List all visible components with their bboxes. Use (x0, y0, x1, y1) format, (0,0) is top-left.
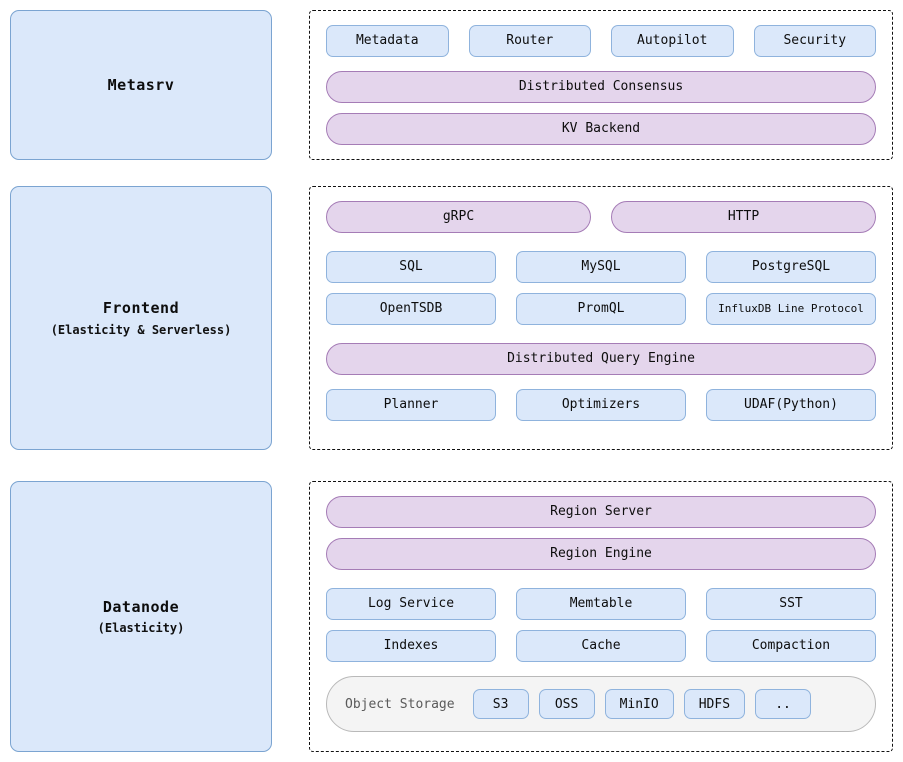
spacer (734, 25, 754, 57)
spacer (591, 201, 611, 233)
spacer (686, 251, 706, 283)
node-sst[interactable]: SST (706, 588, 876, 620)
frontend-interfaces-row-2: OpenTSDB PromQL InfluxDB Line Protocol (326, 293, 876, 325)
spacer (496, 293, 516, 325)
node-mysql[interactable]: MySQL (516, 251, 686, 283)
spacer (686, 293, 706, 325)
node-s3[interactable]: S3 (472, 689, 529, 719)
role-subtitle-frontend: (Elasticity & Serverless) (50, 322, 232, 337)
node-router[interactable]: Router (468, 25, 591, 57)
spacer (591, 25, 611, 57)
node-security[interactable]: Security (753, 25, 876, 57)
node-minio[interactable]: MinIO (604, 689, 674, 719)
role-panel-metasrv: Metasrv (10, 10, 272, 160)
group-frontend: gRPC HTTP SQL MySQL PostgreSQL OpenTSDB … (309, 186, 893, 450)
spacer (496, 251, 516, 283)
datanode-region-server-row: Region Server (326, 496, 876, 528)
node-sql[interactable]: SQL (326, 251, 496, 283)
node-promql[interactable]: PromQL (516, 293, 686, 325)
node-indexes[interactable]: Indexes (326, 630, 496, 662)
node-log-service[interactable]: Log Service (326, 588, 496, 620)
frontend-query-engine-row: Distributed Query Engine (326, 343, 876, 375)
group-metasrv: Metadata Router Autopilot Security Distr… (309, 10, 893, 160)
frontend-interfaces-row-1: SQL MySQL PostgreSQL (326, 251, 876, 283)
role-panel-frontend: Frontend (Elasticity & Serverless) (10, 186, 272, 450)
role-panel-datanode: Datanode (Elasticity) (10, 481, 272, 752)
node-kv-backend[interactable]: KV Backend (326, 113, 876, 145)
spacer (496, 389, 516, 421)
role-subtitle-datanode: (Elasticity) (97, 621, 185, 636)
object-storage-label: Object Storage (345, 696, 455, 712)
metasrv-services-row: Metadata Router Autopilot Security (326, 25, 876, 57)
spacer (449, 25, 469, 57)
frontend-protocols-row: gRPC HTTP (326, 201, 876, 233)
spacer (686, 630, 706, 662)
spacer (496, 630, 516, 662)
metasrv-consensus-row: Distributed Consensus (326, 71, 876, 103)
node-region-engine[interactable]: Region Engine (326, 538, 876, 570)
role-title-metasrv: Metasrv (107, 75, 175, 94)
spacer (686, 588, 706, 620)
datanode-object-storage-row: Object Storage S3 OSS MinIO HDFS .. (326, 676, 876, 732)
object-storage-container: Object Storage S3 OSS MinIO HDFS .. (326, 676, 876, 732)
node-planner[interactable]: Planner (326, 389, 496, 421)
node-opentsdb[interactable]: OpenTSDB (326, 293, 496, 325)
node-compaction[interactable]: Compaction (706, 630, 876, 662)
node-optimizers[interactable]: Optimizers (516, 389, 686, 421)
node-more[interactable]: .. (755, 689, 812, 719)
node-oss[interactable]: OSS (538, 689, 595, 719)
node-hdfs[interactable]: HDFS (683, 689, 746, 719)
datanode-region-engine-row: Region Engine (326, 538, 876, 570)
node-postgresql[interactable]: PostgreSQL (706, 251, 876, 283)
role-title-datanode: Datanode (102, 597, 180, 616)
node-distributed-query-engine[interactable]: Distributed Query Engine (326, 343, 876, 375)
node-grpc[interactable]: gRPC (326, 201, 591, 233)
node-metadata[interactable]: Metadata (326, 25, 449, 57)
node-http[interactable]: HTTP (611, 201, 876, 233)
role-title-frontend: Frontend (102, 299, 180, 318)
spacer (686, 389, 706, 421)
node-udaf-python[interactable]: UDAF(Python) (706, 389, 876, 421)
node-distributed-consensus[interactable]: Distributed Consensus (326, 71, 876, 103)
node-memtable[interactable]: Memtable (516, 588, 686, 620)
datanode-components-row-2: Indexes Cache Compaction (326, 630, 876, 662)
datanode-components-row-1: Log Service Memtable SST (326, 588, 876, 620)
node-region-server[interactable]: Region Server (326, 496, 876, 528)
node-autopilot[interactable]: Autopilot (611, 25, 734, 57)
node-cache[interactable]: Cache (516, 630, 686, 662)
frontend-engine-parts-row: Planner Optimizers UDAF(Python) (326, 389, 876, 421)
spacer (496, 588, 516, 620)
node-influxdb-line-protocol[interactable]: InfluxDB Line Protocol (706, 293, 876, 325)
group-datanode: Region Server Region Engine Log Service … (309, 481, 893, 752)
metasrv-kv-row: KV Backend (326, 113, 876, 145)
